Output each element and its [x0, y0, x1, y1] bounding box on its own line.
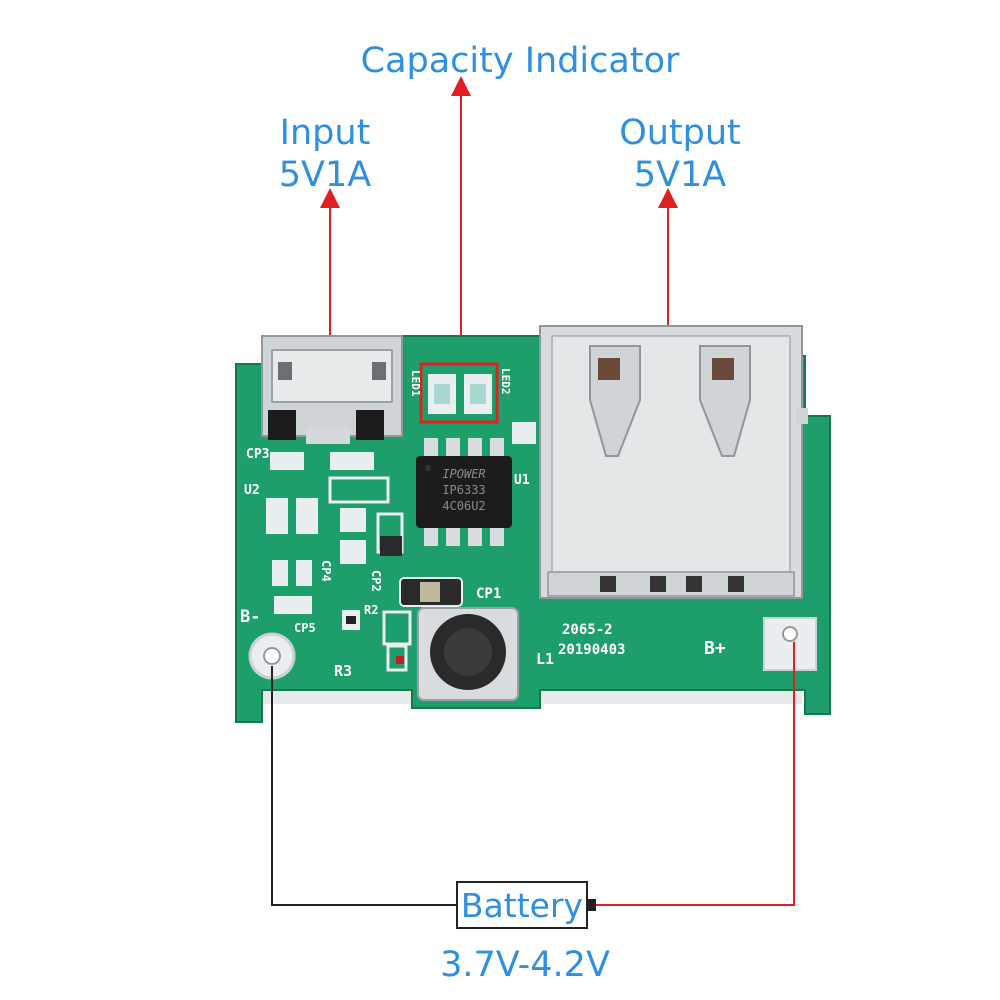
capacity-highlight-box — [419, 362, 499, 424]
silk-b-plus: B+ — [704, 638, 726, 659]
positive-wire — [596, 642, 795, 906]
battery-label: Battery — [460, 885, 584, 925]
silk-cp5: CP5 — [294, 621, 316, 635]
silk-cp1: CP1 — [476, 586, 501, 602]
battery-terminal-icon — [588, 899, 596, 911]
chip-marking-line1: IPOWER — [442, 467, 485, 481]
ic-chip: IPOWER IP6333 4C06U2 — [416, 438, 512, 546]
led-indicators — [419, 362, 499, 424]
silk-r3: R3 — [334, 662, 352, 680]
silk-cp4: CP4 — [319, 560, 333, 582]
silk-cp2: CP2 — [369, 570, 383, 592]
usb-a-port — [539, 325, 808, 599]
silk-r2: R2 — [364, 603, 378, 617]
capacity-indicator-label: Capacity Indicator — [360, 41, 680, 81]
chip-marking-line2: IP6333 — [442, 483, 485, 497]
chip-marking-line3: 4C06U2 — [442, 499, 485, 513]
inductor — [417, 607, 519, 701]
battery-box: Battery — [456, 881, 588, 929]
input-title-label: Input — [279, 113, 371, 153]
silk-led2: LED2 — [499, 368, 512, 395]
mount-pad-right — [763, 617, 817, 671]
silk-date-code: 20190403 — [558, 642, 625, 658]
output-spec-label: 5V1A — [633, 155, 727, 195]
silk-u1: U1 — [514, 473, 530, 488]
micro-usb-port — [261, 335, 403, 444]
pcb-board: IPOWER IP6333 4C06U2 — [235, 325, 831, 723]
silk-cp3: CP3 — [246, 447, 269, 462]
battery-voltage-label: 3.7V-4.2V — [440, 945, 610, 985]
silk-l1: L1 — [536, 650, 554, 668]
silk-led1: LED1 — [409, 370, 422, 397]
silk-board-id: 2065-2 — [562, 622, 613, 638]
silk-b-minus: B- — [240, 607, 260, 627]
negative-wire — [271, 666, 458, 906]
silk-u2: U2 — [244, 483, 260, 498]
output-title-label: Output — [619, 113, 741, 153]
